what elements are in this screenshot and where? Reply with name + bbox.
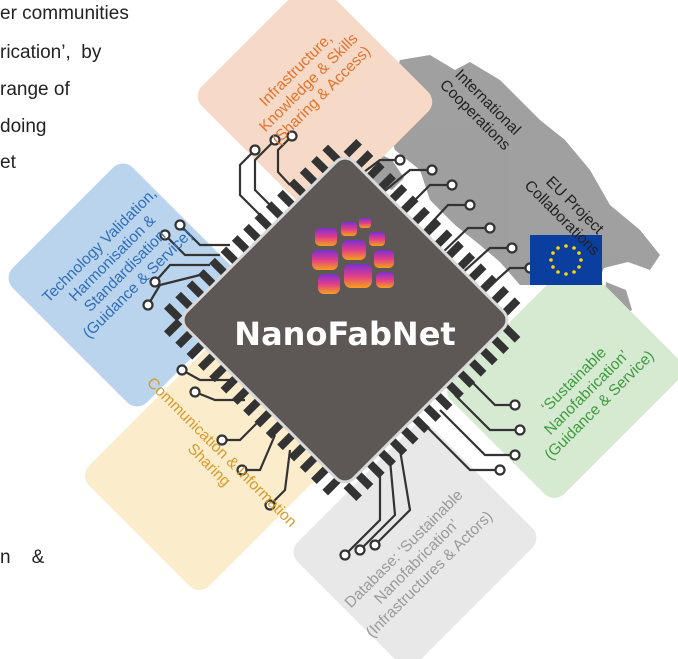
- chip-label: NanoFabNet: [234, 315, 455, 353]
- nanofabnet-logo-icon: [312, 218, 394, 294]
- chip: NanoFabNet: [181, 156, 509, 484]
- circuit-traces: [147, 135, 530, 556]
- paragraph-line-6: n &: [0, 547, 45, 568]
- panel-database: [293, 423, 537, 659]
- circuit-pads: [142, 130, 536, 561]
- paragraph-line-1: er communities: [0, 3, 129, 24]
- paragraph-line-3: range of: [0, 79, 70, 100]
- panel-technology: [8, 163, 252, 407]
- panel-sustainable: [447, 262, 678, 498]
- paragraph-line-2: rication’, by: [0, 42, 102, 63]
- paragraph-line-4: doing: [0, 116, 47, 137]
- eu-flag-icon: [530, 235, 602, 285]
- paragraph-line-5: et: [0, 152, 16, 173]
- chip-pins: [163, 138, 521, 502]
